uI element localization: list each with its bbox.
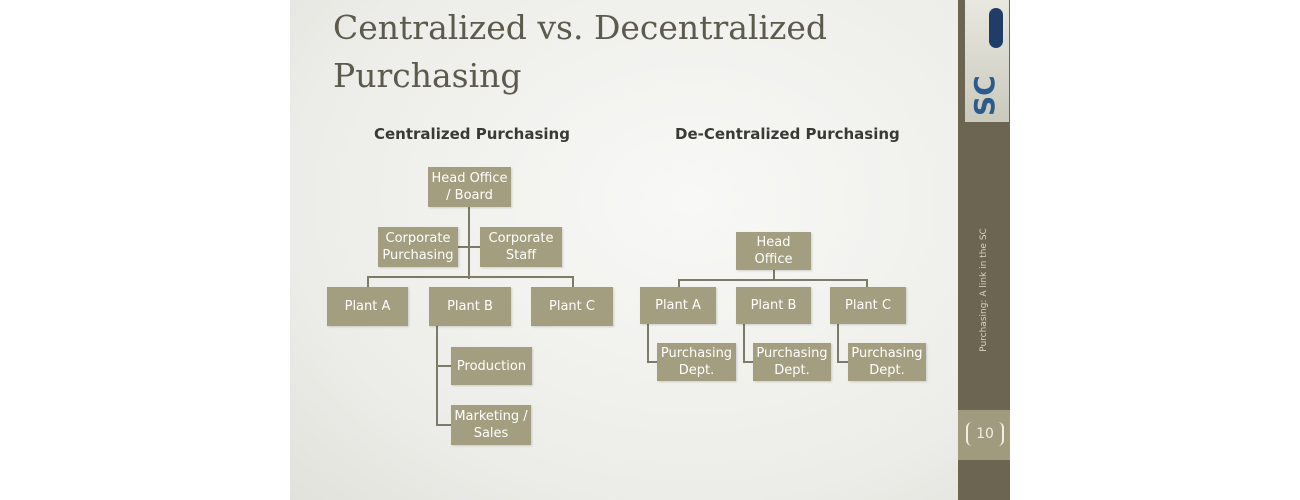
centralized-heading: Centralized Purchasing (374, 125, 570, 143)
marketing-sales: Marketing / Sales (451, 405, 531, 445)
connector (678, 279, 868, 281)
logo-text: SC (968, 75, 1001, 116)
plant-b: Plant B (736, 287, 811, 324)
purchasing-dept-a: Purchasing Dept. (657, 343, 736, 381)
plant-a: Plant A (327, 287, 408, 326)
plant-a: Plant A (640, 287, 716, 324)
sidebar: SC Purchasing: A link in the SC 10 (958, 0, 1010, 500)
connector (837, 361, 848, 363)
connector (436, 326, 438, 426)
plant-c: Plant C (830, 287, 906, 324)
connector (866, 279, 868, 287)
connector (468, 207, 470, 279)
head-office: Head Office (736, 232, 811, 270)
connector (458, 246, 480, 248)
connector (743, 324, 745, 362)
connector (647, 361, 657, 363)
connector (436, 365, 451, 367)
sidebar-caption: Purchasing: A link in the SC (979, 228, 989, 352)
plant-c: Plant C (531, 287, 613, 326)
purchasing-dept-b: Purchasing Dept. (753, 343, 831, 381)
connector (773, 270, 775, 280)
logo-mark (989, 8, 1003, 48)
connector (743, 361, 753, 363)
connector (837, 324, 839, 362)
connector (678, 279, 680, 287)
connector (367, 276, 369, 287)
page-number-box: 10 (958, 410, 1010, 460)
logo: SC (965, 0, 1009, 122)
corporate-purchasing: Corporate Purchasing (378, 227, 458, 267)
connector (436, 424, 451, 426)
plant-b: Plant B (429, 287, 511, 326)
purchasing-dept-c: Purchasing Dept. (848, 343, 926, 381)
page-number: 10 (966, 422, 1004, 446)
slide: Centralized vs. Decentralized Purchasing… (290, 0, 958, 500)
connector (367, 276, 574, 278)
decentralized-heading: De-Centralized Purchasing (675, 125, 900, 143)
connector (647, 324, 649, 362)
slide-title: Centralized vs. Decentralized Purchasing (333, 8, 828, 95)
production: Production (451, 347, 532, 385)
corporate-staff: Corporate Staff (480, 227, 562, 267)
connector (572, 276, 574, 287)
head-office-board: Head Office / Board (428, 167, 511, 207)
